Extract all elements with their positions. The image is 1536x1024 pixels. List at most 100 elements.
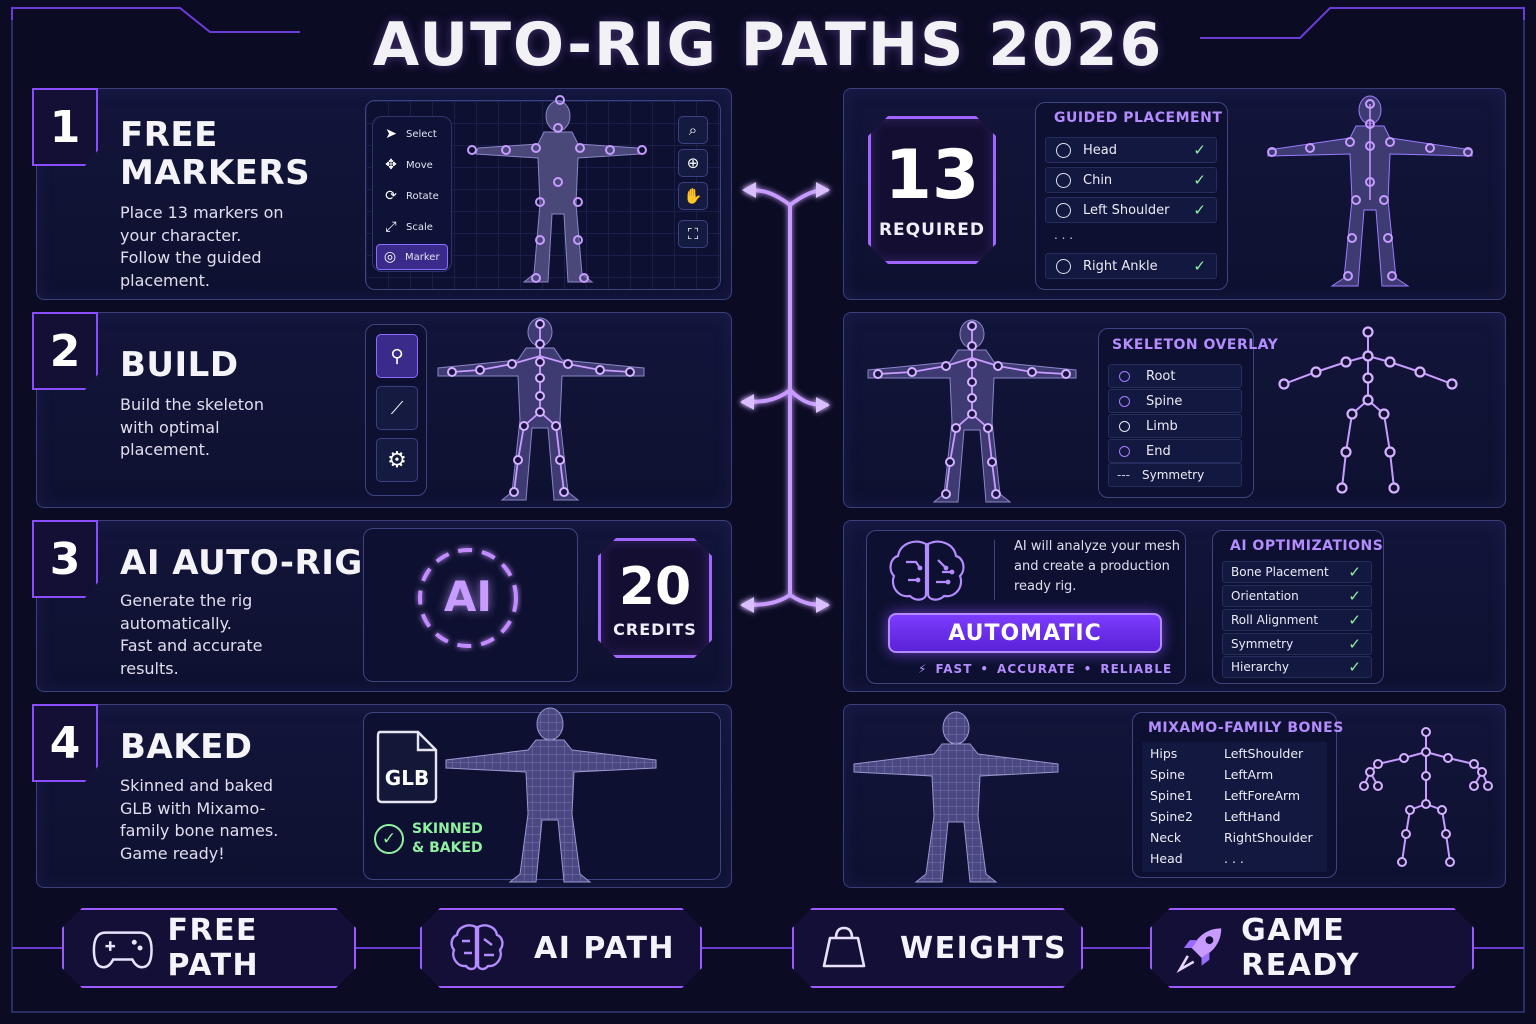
radio-icon — [1056, 142, 1071, 158]
check-icon: ✓ — [1193, 201, 1206, 219]
guided-heading: GUIDED PLACEMENT — [1054, 110, 1223, 126]
tool-scale[interactable]: ⤢Scale — [378, 214, 452, 240]
game-ready-button[interactable]: GAME READY — [1150, 908, 1474, 988]
legend-item-end: End — [1108, 439, 1242, 463]
desc-line: family bone names. — [120, 821, 279, 840]
ai-logo-panel — [363, 528, 578, 682]
step-2-badge: 2 — [32, 312, 98, 390]
tool-move[interactable]: ✥Move — [378, 152, 452, 178]
skinned-status: ✓ SKINNED & BAKED — [374, 820, 483, 858]
automatic-button[interactable]: AUTOMATIC — [888, 613, 1162, 653]
link-icon: ⟋ — [390, 397, 404, 419]
desc-line: Generate the rig — [120, 591, 253, 610]
step-1-description: Place 13 markers on your character. Foll… — [120, 202, 284, 292]
skeleton-stick-figure — [1278, 326, 1458, 494]
guided-item[interactable]: Head✓ — [1045, 137, 1217, 163]
step-2-title: BUILD — [120, 345, 239, 385]
tool-marker[interactable]: ◎Marker — [376, 244, 448, 270]
optimization-item: Orientation✓ — [1222, 585, 1372, 607]
automatic-description: AI will analyze your mesh and create a p… — [1014, 537, 1180, 597]
move-icon: ✥ — [385, 157, 397, 173]
check-icon: ✓ — [1193, 171, 1206, 189]
legend-label: Symmetry — [1142, 468, 1205, 482]
check-icon: ✓ — [1348, 587, 1361, 605]
automatic-card — [866, 530, 1186, 684]
status-line: & BAKED — [412, 840, 483, 856]
required-count-box: 13 REQUIRED — [868, 116, 996, 264]
radio-icon — [1056, 258, 1071, 274]
gamepad-icon — [92, 924, 153, 972]
spine-dot-icon — [1119, 395, 1130, 407]
status-line: SKINNED — [412, 821, 483, 837]
mixamo-stick-figure — [1359, 727, 1493, 867]
tagline-separator: • — [980, 662, 990, 676]
game-ready-label: GAME READY — [1241, 913, 1360, 983]
legend-label: Spine — [1146, 393, 1183, 409]
guided-item-label: Left Shoulder — [1083, 202, 1170, 218]
guided-item-label: Head — [1083, 142, 1117, 158]
required-caption: REQUIRED — [878, 220, 986, 240]
magnify-icon: ⌕ — [688, 121, 698, 139]
brain-icon — [889, 540, 965, 601]
desc-line: Game ready! — [120, 843, 225, 863]
bone-name: Neck — [1150, 830, 1182, 845]
legend-item-spine: Spine — [1108, 389, 1242, 413]
step-number: 2 — [49, 325, 81, 377]
bone-name: Spine2 — [1150, 809, 1193, 824]
zoom-fit-button[interactable]: ⌕ — [678, 116, 708, 144]
automatic-tagline: ⚡ FAST • ACCURATE • RELIABLE — [918, 662, 1172, 676]
legend-label: Root — [1146, 368, 1176, 384]
bones-heading: MIXAMO-FAMILY BONES — [1148, 720, 1344, 736]
desc-line: AI will analyze your mesh — [1014, 539, 1180, 554]
optimization-item: Hierarchy ✓ — [1222, 656, 1372, 678]
ai-path-button[interactable]: AI PATH — [420, 908, 702, 988]
check-icon: ✓ — [1348, 635, 1361, 653]
desc-line: placement. — [120, 270, 210, 290]
guided-item[interactable]: Right Ankle✓ — [1045, 253, 1217, 279]
ai-logo-text: AI — [443, 572, 493, 621]
brain-icon — [448, 923, 506, 973]
tagline-word: RELIABLE — [1100, 662, 1173, 676]
desc-line: Fast and accurate — [120, 636, 263, 655]
credits-box: 20 CREDITS — [598, 538, 712, 658]
check-icon: ✓ — [1348, 611, 1361, 629]
settings-button[interactable]: ⚙ — [376, 438, 418, 482]
legend-item-root: Root — [1108, 364, 1242, 388]
weights-button[interactable]: WEIGHTS — [792, 908, 1083, 988]
bone-name: Head — [1150, 851, 1183, 866]
root-dot-icon — [1119, 370, 1130, 382]
bone-tool-button[interactable]: ⚲ — [376, 334, 418, 378]
step-number: 3 — [49, 533, 81, 585]
step-3-description: Generate the rig automatically. Fast and… — [120, 590, 262, 680]
check-icon: ✓ — [1348, 563, 1361, 581]
bone-name: LeftArm — [1224, 767, 1274, 782]
ai-logo-icon — [418, 548, 518, 648]
desc-line: ready rig. — [1014, 579, 1077, 594]
tagline-separator: • — [1083, 662, 1093, 676]
tool-label: Rotate — [406, 190, 439, 202]
tool-select[interactable]: ➤Select — [378, 121, 452, 147]
legend-item-limb: Limb — [1108, 414, 1242, 438]
pan-button[interactable]: ✋ — [678, 182, 708, 210]
zoom-in-button[interactable]: ⊕ — [678, 149, 708, 177]
guided-item[interactable]: Left Shoulder ✓ — [1045, 197, 1217, 223]
desc-line: your character. — [120, 225, 242, 245]
tool-rotate[interactable]: ⟳Rotate — [378, 183, 452, 209]
step-1-badge: 1 — [32, 88, 98, 166]
fullscreen-button[interactable]: ⛶ — [678, 220, 708, 248]
desc-line: results. — [120, 658, 179, 678]
check-circle-icon: ✓ — [374, 824, 404, 854]
skinned-label: SKINNED & BAKED — [412, 820, 483, 858]
zoom-in-icon: ⊕ — [686, 154, 700, 172]
desc-line: Skinned and baked — [120, 776, 274, 795]
ai-path-label: AI PATH — [534, 930, 676, 966]
check-icon: ✓ — [1348, 658, 1361, 676]
connect-tool-button[interactable]: ⟋ — [376, 386, 418, 430]
scale-icon: ⤢ — [385, 219, 397, 235]
optimization-label: Hierarchy — [1231, 660, 1290, 674]
hand-icon: ✋ — [683, 187, 703, 205]
bones-character-mesh — [853, 711, 1059, 883]
tool-label: Marker — [405, 251, 440, 263]
guided-item[interactable]: Chin✓ — [1045, 167, 1217, 193]
free-path-button[interactable]: FREE PATH — [62, 908, 356, 988]
